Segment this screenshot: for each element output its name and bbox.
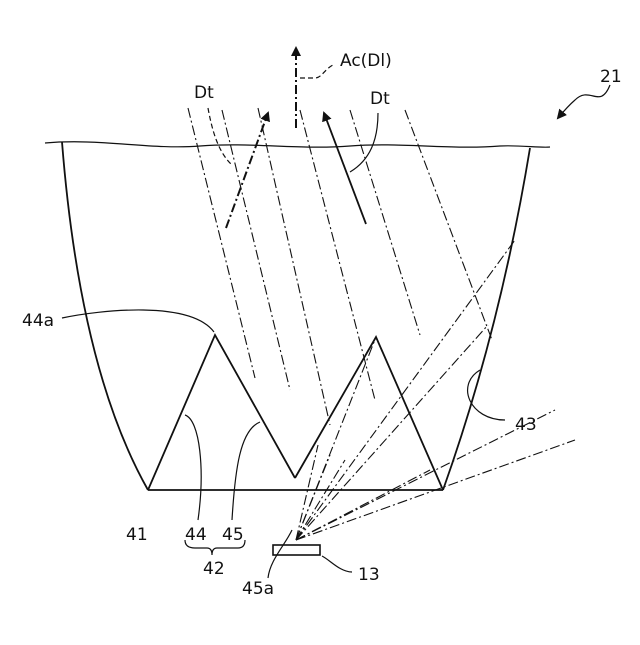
label-13: 13 (358, 565, 380, 585)
label-42: 42 (203, 559, 225, 579)
source-rays (296, 240, 575, 540)
label-dt-left: Dt (194, 83, 214, 103)
label-axis: Ac(Dl) (340, 51, 392, 71)
label-41: 41 (126, 525, 148, 545)
ref-44-leader (185, 415, 201, 520)
prism-left (148, 335, 295, 490)
ref-21-leader (558, 85, 610, 118)
prism-right (295, 337, 443, 490)
right-side-wall (443, 148, 530, 490)
ref-13-leader (322, 556, 352, 572)
label-44: 44 (185, 525, 207, 545)
label-43: 43 (515, 415, 537, 435)
label-dt-right: Dt (370, 89, 390, 109)
dt-right-arrow (324, 113, 366, 224)
axis-leader (300, 64, 335, 78)
ref-45-leader (232, 422, 260, 520)
label-45a: 45a (242, 579, 274, 599)
wavy-top-edge (45, 142, 550, 147)
label-44a: 44a (22, 311, 54, 331)
label-21: 21 (600, 67, 622, 87)
dt-right-leader (350, 113, 378, 172)
label-45: 45 (222, 525, 244, 545)
